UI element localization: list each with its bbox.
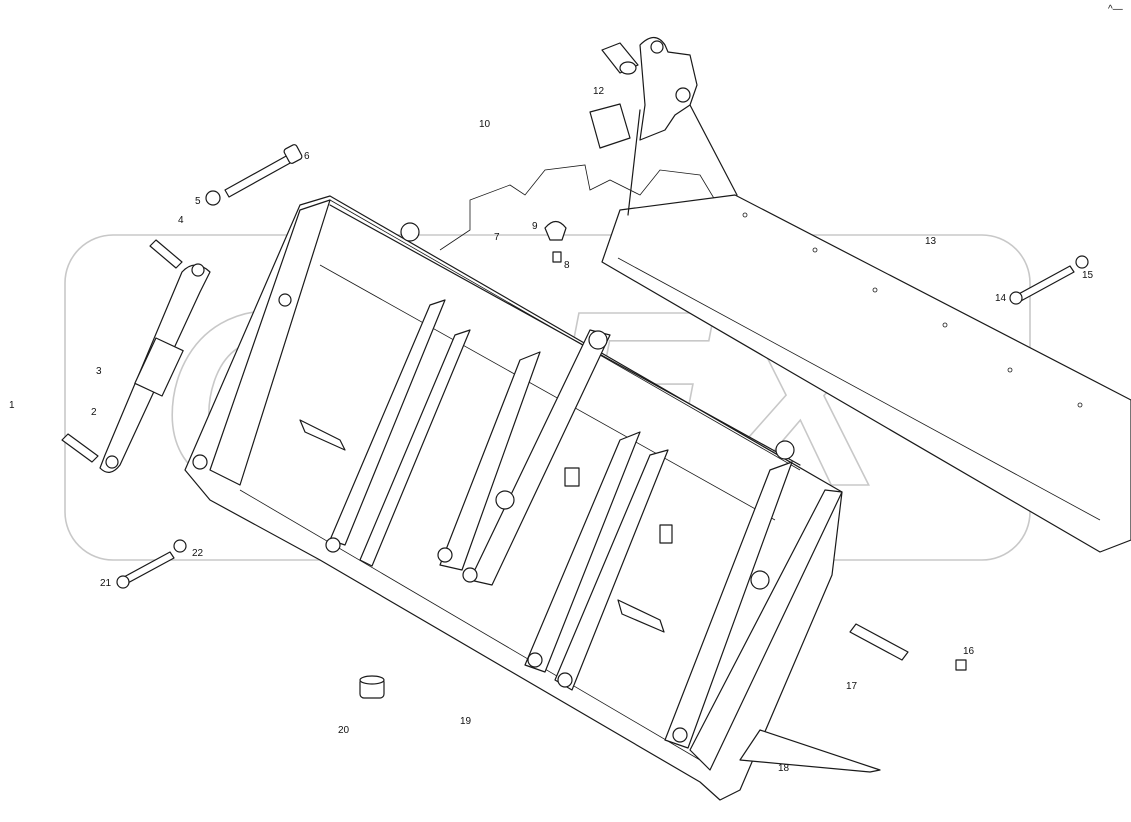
hydraulic-cylinder (99, 263, 211, 473)
callout-12: 12 (593, 86, 605, 97)
callout-5: 5 (195, 196, 201, 207)
bucket-back-plate (601, 194, 1131, 553)
bushing-20 (359, 675, 385, 699)
nut-22 (173, 539, 187, 553)
callout-17: 17 (846, 681, 858, 692)
callout-8: 8 (564, 260, 570, 271)
bolt-14 (1009, 265, 1075, 305)
callout-15: 15 (1082, 270, 1094, 281)
bucket-body (184, 195, 843, 801)
corner-mark: ^— (1108, 4, 1123, 15)
top-pin (601, 42, 639, 75)
callout-22: 22 (192, 548, 204, 559)
callout-21: 21 (100, 578, 112, 589)
bolt-6 (224, 144, 303, 198)
callout-18: 18 (778, 763, 790, 774)
callout-13: 13 (925, 236, 937, 247)
callout-4: 4 (178, 215, 184, 226)
pin-17 (849, 623, 909, 661)
upper-bracket (627, 36, 738, 216)
callout-2: 2 (91, 407, 97, 418)
cutting-edge (739, 729, 881, 773)
bolt-21 (116, 551, 175, 589)
callout-16: 16 (963, 646, 975, 657)
callout-20: 20 (338, 725, 350, 736)
callout-14: 14 (995, 293, 1007, 304)
grease-fitting (544, 220, 567, 263)
callout-7: 7 (494, 232, 500, 243)
callout-10: 10 (479, 119, 491, 130)
nut-15 (1075, 255, 1089, 269)
callout-19: 19 (460, 716, 472, 727)
callout-labels: 1 2 3 4 5 6 7 8 9 10 12 13 14 15 16 17 1… (9, 86, 1094, 774)
callout-9: 9 (532, 221, 538, 232)
callout-6: 6 (304, 151, 310, 162)
fitting-16 (955, 659, 967, 671)
pin-lower (61, 433, 99, 463)
callout-3: 3 (96, 366, 102, 377)
nut-5 (205, 190, 221, 206)
callout-1: 1 (9, 400, 15, 411)
pin-upper (149, 239, 183, 269)
wear-plate (589, 103, 631, 149)
